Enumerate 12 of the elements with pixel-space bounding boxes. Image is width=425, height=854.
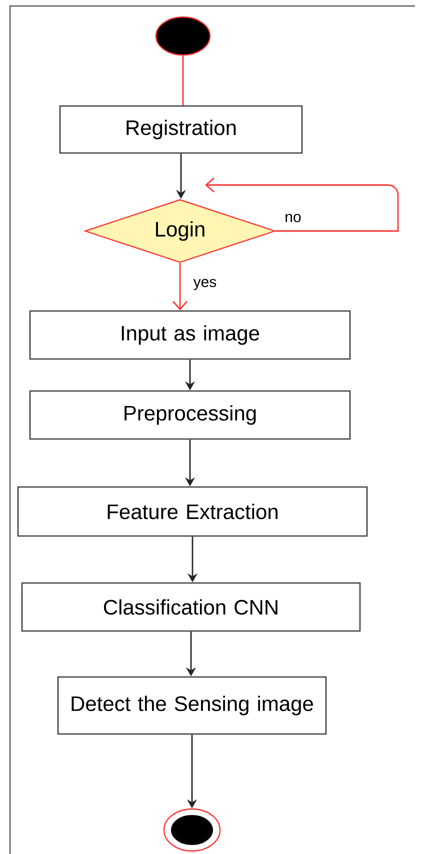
edge-label: yes	[192, 278, 218, 292]
process-box: Preprocessing	[29, 390, 351, 440]
process-box: Classification CNN	[21, 582, 361, 632]
arrow	[205, 177, 399, 232]
edge-label: no	[284, 212, 302, 224]
process-box: Input as image	[29, 310, 351, 360]
process-box: Registration	[59, 105, 303, 154]
end-node-circle	[163, 808, 221, 852]
process-box: Feature Extraction	[17, 486, 368, 537]
arrow	[172, 263, 188, 310]
process-box: Detect the Sensing image	[57, 676, 327, 735]
start-node-circle	[155, 16, 211, 56]
